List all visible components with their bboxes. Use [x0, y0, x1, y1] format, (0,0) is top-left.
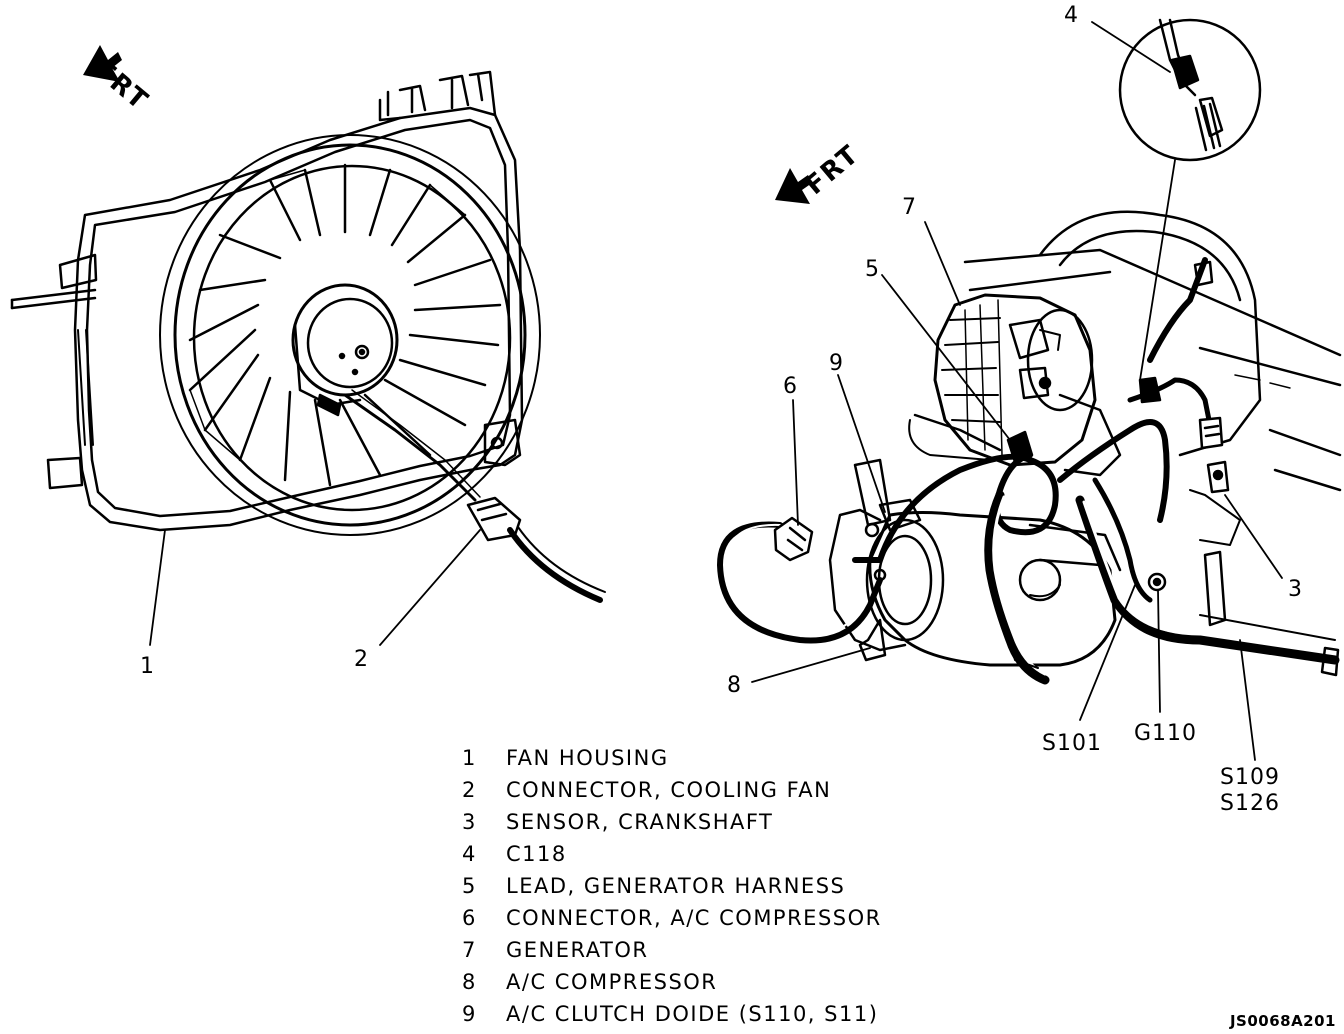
detail-circle-c118	[1091, 18, 1262, 381]
legend-number: 6	[462, 906, 477, 930]
callout-4: 4	[1064, 3, 1079, 28]
legend-text: SENSOR, CRANKSHAFT	[506, 810, 774, 834]
fan-assembly	[10, 70, 606, 646]
legend-text: FAN HOUSING	[506, 746, 669, 770]
legend-text: LEAD, GENERATOR HARNESS	[506, 874, 846, 898]
legend-number: 2	[462, 778, 477, 802]
legend-number: 7	[462, 938, 477, 962]
callout-8: 8	[727, 673, 742, 698]
callout-9: 9	[829, 351, 844, 376]
legend-item: 4 C118	[462, 838, 982, 870]
legend-text: C118	[506, 842, 567, 866]
callout-g110: G110	[1134, 721, 1198, 746]
legend-number: 9	[462, 1002, 477, 1026]
legend-text: A/C CLUTCH DOIDE (S110, S11)	[506, 1002, 879, 1026]
legend-item: 9 A/C CLUTCH DOIDE (S110, S11)	[462, 998, 982, 1030]
callout-s109: S109	[1220, 765, 1280, 790]
legend-text: CONNECTOR, COOLING FAN	[506, 778, 832, 802]
figure-code: JS0068A201	[1229, 1012, 1336, 1030]
callout-1: 1	[140, 654, 155, 679]
legend-item: 7 GENERATOR	[462, 934, 982, 966]
callout-s101: S101	[1042, 731, 1102, 756]
legend-item: 8 A/C COMPRESSOR	[462, 966, 982, 998]
legend-number: 8	[462, 970, 477, 994]
legend: 1 FAN HOUSING 2 CONNECTOR, COOLING FAN 3 SENS…	[462, 742, 982, 1030]
legend-text: CONNECTOR, A/C COMPRESSOR	[506, 906, 882, 930]
legend-item: 6 CONNECTOR, A/C COMPRESSOR	[462, 902, 982, 934]
frt-arrow-right-icon	[775, 168, 812, 204]
legend-text: GENERATOR	[506, 938, 649, 962]
legend-item: 2 CONNECTOR, COOLING FAN	[462, 774, 982, 806]
legend-number: 1	[462, 746, 477, 770]
legend-item: 1 FAN HOUSING	[462, 742, 982, 774]
callout-7: 7	[902, 195, 917, 220]
engine-assembly	[717, 210, 1342, 685]
frt-arrow-left-icon	[83, 45, 122, 82]
callout-s126: S126	[1220, 791, 1280, 816]
legend-number: 3	[462, 810, 477, 834]
callout-5: 5	[865, 257, 880, 282]
legend-number: 5	[462, 874, 477, 898]
legend-text: A/C COMPRESSOR	[506, 970, 718, 994]
legend-number: 4	[462, 842, 477, 866]
legend-item: 5 LEAD, GENERATOR HARNESS	[462, 870, 982, 902]
callout-3: 3	[1288, 577, 1303, 602]
legend-item: 3 SENSOR, CRANKSHAFT	[462, 806, 982, 838]
callout-6: 6	[783, 374, 798, 399]
callout-2: 2	[354, 647, 369, 672]
